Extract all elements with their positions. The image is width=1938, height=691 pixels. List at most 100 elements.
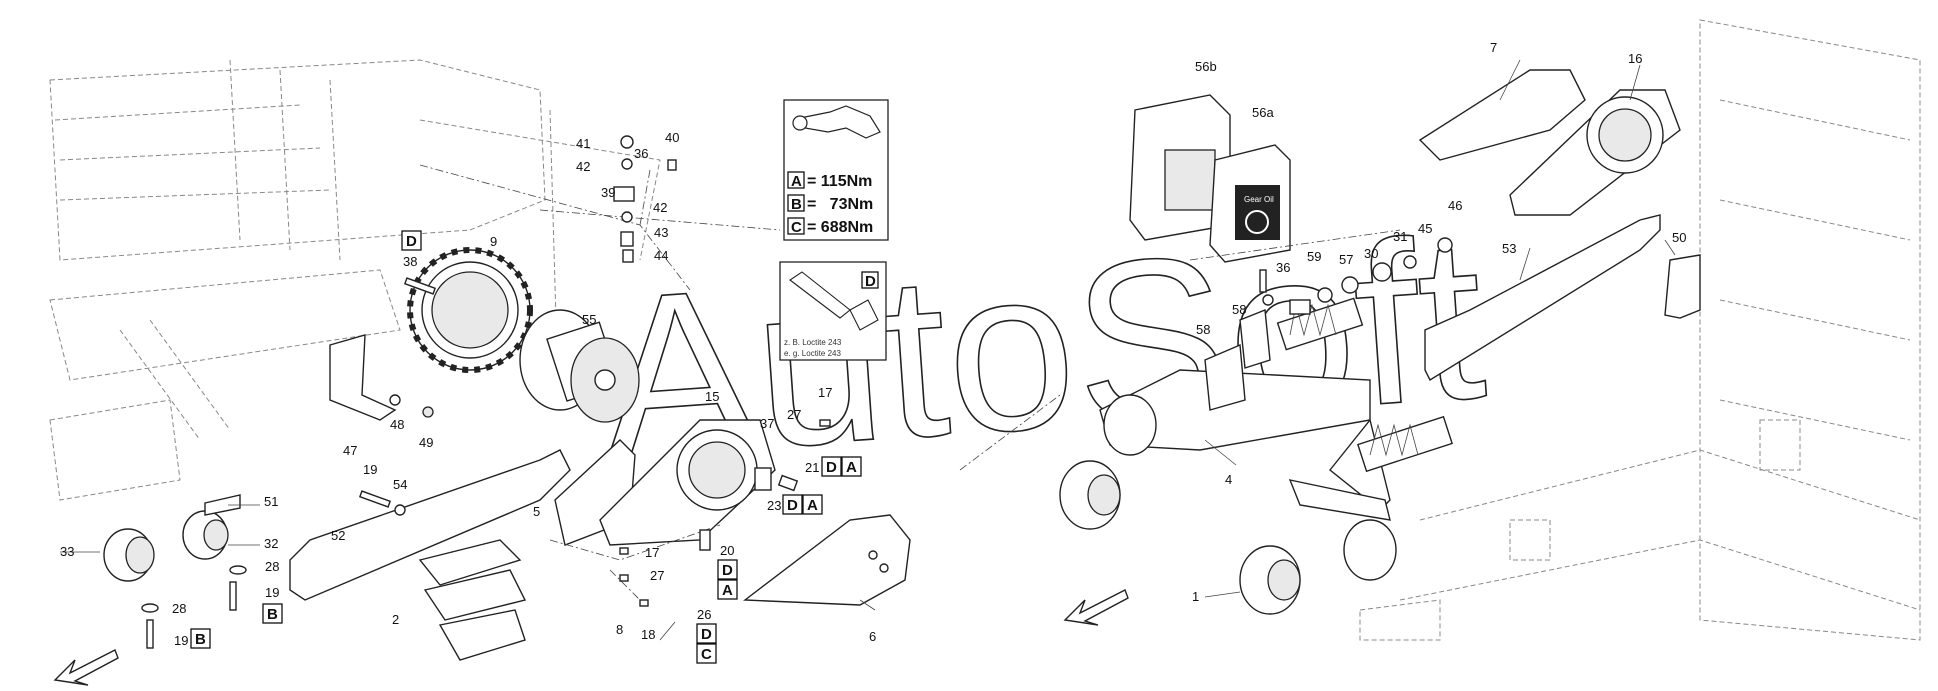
svg-text:D: D — [722, 562, 733, 579]
label-36b: 36 — [1276, 260, 1290, 275]
oil-jug-56b-part — [1129, 94, 1231, 241]
label-42b: 42 — [653, 200, 667, 215]
svg-text:A: A — [846, 459, 857, 476]
torque-row-c: C = 688Nm — [787, 217, 873, 236]
label-58a: 58 — [1196, 322, 1210, 337]
drive-motor-part — [519, 309, 640, 423]
label-56b: 56b — [1195, 59, 1217, 74]
label-46: 46 — [1448, 198, 1462, 213]
tag-23-d: D — [782, 494, 803, 515]
adapter-disc-16-part — [1509, 89, 1681, 216]
svg-text:B: B — [195, 631, 206, 648]
svg-text:D: D — [826, 459, 837, 476]
clip-51-part — [204, 494, 241, 516]
background-frame-left — [49, 59, 661, 501]
label-37: 37 — [760, 416, 774, 431]
label-7: 7 — [1490, 40, 1497, 55]
label-27a: 27 — [787, 407, 801, 422]
tag-26-d: D — [696, 623, 717, 644]
svg-text:D: D — [787, 497, 798, 514]
label-20: 20 — [720, 543, 734, 558]
track-chain-part — [418, 539, 527, 661]
label-57: 57 — [1339, 252, 1353, 267]
label-30: 30 — [1364, 246, 1378, 261]
spec-tags: D B B D A D A D — [190, 230, 862, 664]
label-53: 53 — [1502, 241, 1516, 256]
plate-58a-part — [1204, 343, 1246, 411]
svg-text:A: A — [791, 173, 802, 190]
label-59: 59 — [1307, 249, 1321, 264]
roller-center-part — [1059, 460, 1121, 530]
wrench-hand-icon — [792, 105, 881, 139]
label-47: 47 — [343, 443, 357, 458]
tag-21-a: A — [841, 456, 862, 477]
svg-text:D: D — [865, 273, 876, 290]
label-38: 38 — [403, 254, 417, 269]
roller-1-part — [1239, 545, 1301, 615]
label-19b: 19 — [265, 585, 279, 600]
label-41: 41 — [576, 136, 590, 151]
label-31: 31 — [1393, 229, 1407, 244]
svg-text:A: A — [807, 497, 818, 514]
svg-text:C: C — [791, 219, 802, 236]
guard-plate-52-part — [289, 449, 571, 601]
label-45: 45 — [1418, 221, 1432, 236]
tag-19-b: B — [262, 603, 283, 624]
cover-7-part — [1418, 69, 1586, 161]
label-17a: 17 — [818, 385, 832, 400]
leader-lines — [60, 59, 1676, 641]
svg-text:= 73Nm: = 73Nm — [807, 196, 873, 213]
label-58b: 58 — [1232, 302, 1246, 317]
label-39: 39 — [601, 185, 615, 200]
direction-arrow-right-icon — [1063, 589, 1129, 626]
svg-text:B: B — [791, 196, 802, 213]
label-55: 55 — [582, 312, 596, 327]
label-44: 44 — [654, 248, 668, 263]
tag-23-a: A — [802, 494, 823, 515]
label-9: 9 — [490, 234, 497, 249]
tag-20-a: A — [717, 579, 738, 600]
roller-33-part — [103, 528, 155, 582]
loctite-panel: D z. B. Loctite 243 e. g. Loctite 243 — [779, 261, 887, 361]
label-16: 16 — [1628, 51, 1642, 66]
fasteners — [141, 135, 1453, 649]
part-labels: 1 2 4 5 6 7 8 9 15 16 17 17 18 19 19 19 … — [60, 40, 1686, 648]
plate-58b-part — [1239, 309, 1271, 369]
label-23: 23 — [767, 498, 781, 513]
label-42a: 42 — [576, 159, 590, 174]
label-54: 54 — [393, 477, 407, 492]
tag-21-d: D — [821, 456, 842, 477]
svg-text:D: D — [701, 626, 712, 643]
bracket-47-part — [329, 334, 397, 421]
bracket-50-part — [1664, 254, 1701, 319]
label-48: 48 — [390, 417, 404, 432]
oil-jug-56a-part: Gear Oil — [1209, 144, 1291, 263]
label-2: 2 — [392, 612, 399, 627]
label-43: 43 — [654, 225, 668, 240]
track-frame-4-part — [1099, 369, 1397, 581]
cover-6-part — [743, 514, 911, 606]
tag-20-d: D — [717, 559, 738, 580]
svg-text:D: D — [406, 233, 417, 250]
tension-spring-upper-part — [1276, 297, 1364, 351]
label-27b: 27 — [650, 568, 664, 583]
torque-row-b: B = 73Nm — [787, 194, 873, 213]
label-26: 26 — [697, 607, 711, 622]
svg-text:z. B. Loctite 243: z. B. Loctite 243 — [784, 338, 842, 347]
svg-text:B: B — [267, 606, 278, 623]
label-21: 21 — [805, 460, 819, 475]
label-56a: 56a — [1252, 105, 1274, 120]
svg-text:e. g. Loctite 243: e. g. Loctite 243 — [784, 349, 841, 358]
label-15: 15 — [705, 389, 719, 404]
tag-26-c: C — [696, 643, 717, 664]
label-36a: 36 — [634, 146, 648, 161]
label-32: 32 — [264, 536, 278, 551]
torque-spec-panel: A = 115Nm B = 73Nm C = 688Nm — [783, 99, 889, 241]
label-51: 51 — [264, 494, 278, 509]
torque-row-a: A = 115Nm — [787, 171, 872, 190]
svg-text:= 115Nm: = 115Nm — [807, 173, 872, 190]
sprocket-part — [407, 247, 533, 373]
label-19a: 19 — [363, 462, 377, 477]
guard-plate-53-part — [1424, 214, 1661, 381]
